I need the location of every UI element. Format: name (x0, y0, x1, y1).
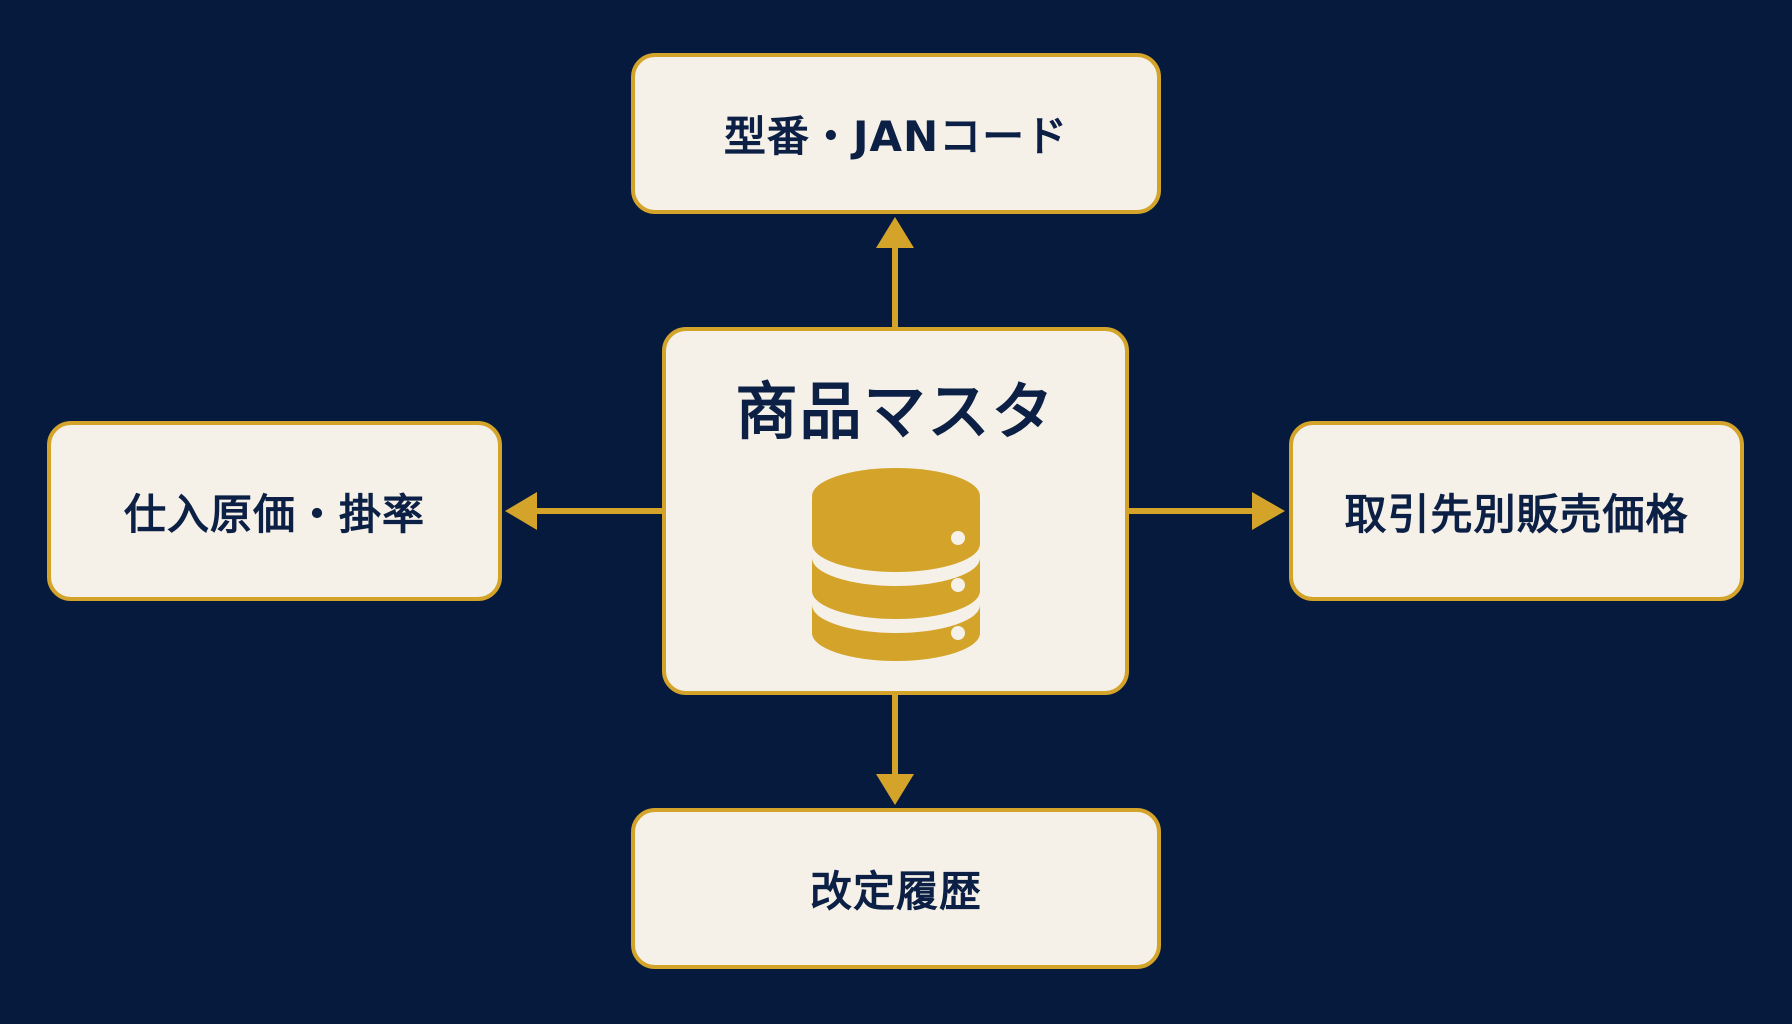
node-purchase-cost-rate: 仕入原価・掛率 (47, 421, 502, 601)
node-label: 型番・JANコード (723, 112, 1069, 161)
arrow-head-bottom (876, 774, 914, 805)
arrow-head-top (876, 217, 914, 248)
node-product-master: 商品マスタ (662, 327, 1129, 695)
center-title: 商品マスタ (735, 375, 1056, 448)
arrow-head-right (1252, 492, 1285, 530)
node-model-jan-code: 型番・JANコード (631, 53, 1161, 214)
arrow-head-left (505, 492, 537, 530)
node-label: 仕入原価・掛率 (123, 489, 425, 539)
node-customer-price: 取引先別販売価格 (1289, 421, 1744, 601)
node-label: 改定履歴 (809, 867, 982, 916)
database-icon (811, 468, 980, 661)
node-label: 取引先別販売価格 (1344, 489, 1689, 539)
node-revision-history: 改定履歴 (631, 808, 1161, 969)
